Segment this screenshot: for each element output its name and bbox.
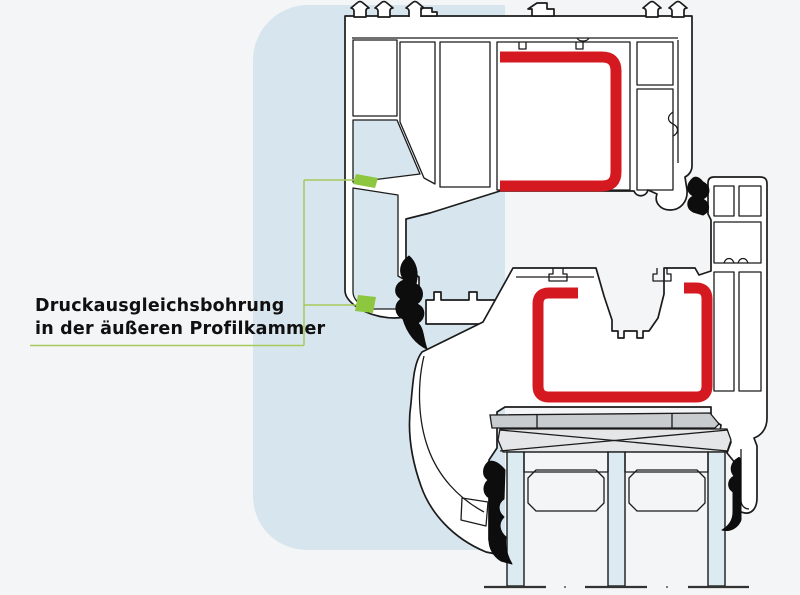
sash-right-column bbox=[738, 271, 762, 392]
sash-lobe-inner-curve bbox=[418, 355, 485, 513]
desiccant-box bbox=[527, 469, 605, 512]
steel-reinforcement-sash bbox=[532, 282, 713, 403]
sash-body bbox=[408, 176, 768, 555]
frame-outer-chamber-upper bbox=[352, 119, 421, 183]
glass-pane bbox=[707, 451, 726, 587]
glazing-gasket-left bbox=[483, 460, 513, 565]
frame-top-tab bbox=[350, 0, 370, 18]
gaskets bbox=[395, 176, 742, 565]
frame-wall-squiggle bbox=[667, 111, 679, 137]
frame-top-tab bbox=[668, 0, 688, 18]
setting-block-cross bbox=[499, 429, 729, 452]
frame-chamber-notch bbox=[518, 42, 584, 50]
glass-pane bbox=[607, 451, 626, 587]
setting-block-upper bbox=[489, 412, 720, 429]
glazing-unit bbox=[484, 412, 749, 589]
callout-lines bbox=[30, 179, 358, 347]
steel-reinforcement-frame bbox=[500, 51, 622, 192]
sash-top-slot bbox=[548, 268, 672, 282]
sash-profile bbox=[408, 176, 768, 555]
glass-pane bbox=[506, 451, 525, 587]
frame-top-tab bbox=[527, 2, 555, 17]
baseline-dot bbox=[666, 586, 668, 588]
frame-top-tab bbox=[642, 0, 662, 18]
sash-right-chamber bbox=[713, 185, 735, 217]
spacer-bar bbox=[523, 451, 609, 473]
bore-marker-upper bbox=[353, 174, 378, 188]
frame-chamber bbox=[439, 41, 491, 188]
setting-block-dividers bbox=[536, 414, 673, 428]
sash-right-column bbox=[713, 271, 735, 392]
frame-sash-gasket-left bbox=[395, 255, 428, 350]
sash-right-chamber bbox=[713, 221, 762, 264]
sash-chamber-bumps bbox=[723, 257, 749, 264]
baseline-dot bbox=[564, 586, 566, 588]
spacer-bar bbox=[624, 451, 709, 473]
frame-inner-top-wall bbox=[352, 37, 678, 42]
frame-top-tab bbox=[374, 0, 394, 18]
frame-chamber bbox=[636, 41, 674, 86]
frame-profile bbox=[344, 0, 693, 325]
desiccant-box bbox=[628, 469, 706, 512]
frame-chamber bbox=[352, 39, 398, 117]
sash-right-chamber bbox=[738, 185, 762, 217]
bore-marker-lower bbox=[355, 295, 376, 313]
callout: Druckausgleichsbohrung in der äußeren Pr… bbox=[30, 174, 378, 347]
frame-main-chamber bbox=[496, 41, 631, 191]
glazing-gasket-right bbox=[721, 457, 742, 531]
label-line1: Druckausgleichsbohrung bbox=[35, 296, 284, 316]
frame-chamber bbox=[399, 41, 436, 185]
frame-sash-gasket-right bbox=[687, 176, 710, 216]
frame-chamber bbox=[636, 88, 674, 191]
frame-top-tab bbox=[405, 0, 438, 17]
sash-lobe-chamber bbox=[460, 497, 489, 527]
label-line2: in der äußeren Profilkammer bbox=[35, 319, 326, 339]
